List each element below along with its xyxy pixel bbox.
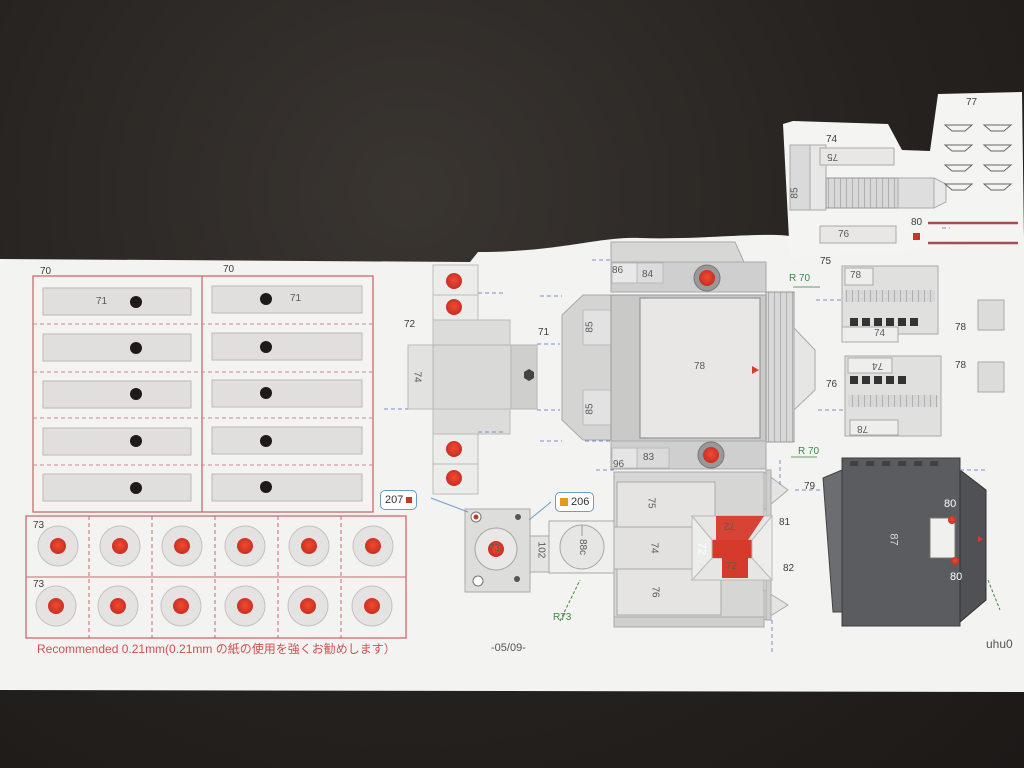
callout-206-text: 206 — [571, 496, 590, 508]
fold-guides — [795, 227, 985, 491]
callout-207-text: 207 — [385, 494, 404, 506]
label-part-74-small: 74 — [411, 371, 423, 383]
part-71-net — [540, 241, 820, 470]
label-part-78-side1: 78 — [955, 322, 967, 333]
label-part-85-top: 85 — [789, 187, 801, 199]
part-70-panel — [32, 275, 374, 513]
part-73-panel — [25, 515, 407, 639]
label-part-75-low: 75 — [645, 497, 657, 509]
label-part-80b: 80 — [950, 571, 963, 583]
label-part-79: 79 — [804, 481, 816, 492]
label-part-71-right: 71 — [290, 293, 302, 304]
label-part-76-top: 76 — [838, 229, 850, 240]
author-watermark: uhu0 — [986, 637, 1013, 651]
label-part-82: 82 — [783, 563, 795, 574]
label-part-85b: 85 — [584, 403, 596, 415]
label-r73: R73 — [553, 612, 572, 623]
label-part-88c: 88c — [577, 538, 589, 556]
label-part-73b: 73 — [33, 579, 45, 590]
label-part-78-r2: 78 — [857, 423, 869, 434]
label-r70-bottom: R 70 — [798, 446, 820, 457]
label-part-72: 72 — [404, 319, 416, 330]
part-74-top-net — [789, 124, 1018, 245]
label-part-76-r2: 76 — [826, 379, 838, 390]
label-part-71-main: 71 — [538, 327, 550, 338]
label-part-87: 87 — [887, 533, 900, 546]
part-72-net — [384, 264, 560, 495]
label-part-81: 81 — [779, 517, 791, 528]
label-part-78-main: 78 — [694, 361, 706, 372]
label-part-75-top: 75 — [827, 151, 839, 162]
label-part-74-low: 74 — [648, 542, 660, 554]
label-part-80a: 80 — [944, 498, 957, 510]
label-part-70b: 70 — [223, 264, 235, 275]
label-part-78-side2: 78 — [955, 360, 967, 371]
label-part-77: 77 — [966, 97, 978, 108]
label-part-96: 96 — [613, 459, 625, 470]
part-73-102-net — [430, 497, 615, 622]
callout-206: 206 — [555, 492, 595, 512]
label-part-74-r1: 74 — [874, 328, 886, 339]
callout-207: 207 — [380, 490, 418, 510]
label-part-78-r1: 78 — [850, 270, 862, 281]
part-78-right-nets — [841, 265, 1005, 437]
red-square-marker — [406, 497, 413, 503]
label-part-73-center: 73 — [489, 543, 501, 554]
part-79-dark-net — [822, 457, 1001, 627]
label-part-72b: 72 — [695, 542, 708, 555]
label-part-72c: 72 — [726, 561, 738, 572]
label-part-72a: 72 — [724, 520, 736, 531]
label-part-70a: 70 — [40, 266, 52, 277]
label-part-85a: 85 — [584, 321, 596, 333]
label-r70-top: R 70 — [789, 273, 811, 284]
label-part-83: 83 — [643, 452, 655, 463]
label-part-73a: 73 — [33, 520, 45, 531]
label-part-86: 86 — [612, 265, 624, 276]
label-part-84: 84 — [642, 269, 654, 280]
label-part-71-left: 71 — [96, 296, 108, 307]
page-number: -05/09- — [491, 642, 526, 654]
label-part-74-r2: 74 — [872, 360, 884, 371]
orange-square-marker — [560, 498, 568, 506]
label-part-74-top: 74 — [826, 134, 838, 145]
label-part-80-top: 80 — [911, 217, 923, 228]
paper-recommendation-text: Recommended 0.21mm(0.21mm の紙の使用を強くお勧めします… — [37, 642, 396, 656]
part-74-75-76-net — [596, 460, 789, 655]
label-part-75-bottom: 75 — [820, 256, 832, 267]
label-part-76-low: 76 — [649, 586, 661, 598]
label-part-102: 102 — [535, 541, 547, 559]
paper-piece-top-right — [783, 92, 1024, 258]
